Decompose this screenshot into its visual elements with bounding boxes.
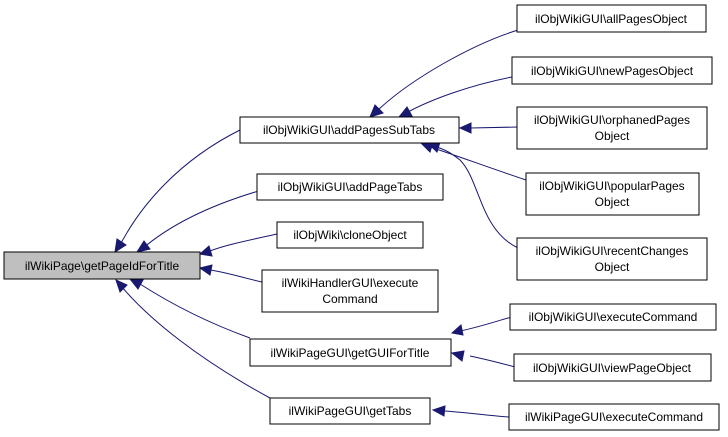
node-label-line1: ilObjWikiGUI\popularPages [539,179,684,193]
node-objExecuteCommand[interactable]: ilObjWikiGUI\executeCommand [509,303,717,331]
node-addPagesSubTabs[interactable]: ilObjWikiGUI\addPagesSubTabs [239,116,460,144]
node-recentChangesObject[interactable]: ilObjWikiGUI\recentChanges Object [516,237,708,281]
node-label: ilObjWikiGUI\allPagesObject [535,12,688,26]
edge-cloneObject-to-root [198,233,278,257]
node-popularPagesObject[interactable]: ilObjWikiGUI\popularPages Object [525,172,700,216]
node-addPageTabs[interactable]: ilObjWikiGUI\addPageTabs [256,173,444,201]
node-label-line2: Object [595,129,630,143]
edge-getTabs-to-root [115,279,271,399]
node-handlerExecute[interactable]: ilWikiHandlerGUI\execute Command [261,269,439,313]
node-label: ilObjWikiGUI\viewPageObject [533,361,692,375]
node-orphanedPagesObject[interactable]: ilObjWikiGUI\orphanedPages Object [516,106,708,150]
edges [114,29,527,418]
node-label: ilWikiPageGUI\executeCommand [525,410,703,424]
node-label: ilWikiPageGUI\getGUIForTitle [271,346,430,360]
edge-handlerExecute-to-root [198,264,263,283]
node-label: ilObjWikiGUI\addPageTabs [278,180,423,194]
node-getTabs[interactable]: ilWikiPageGUI\getTabs [269,397,431,425]
node-label-line2: Object [595,260,630,274]
edge-allPagesObject-to-addPagesSubTabs [369,29,519,118]
edge-objExecuteCommand-to-getGUIForTitle [450,316,513,336]
node-label-line2: Command [322,292,377,306]
node-newPagesObject[interactable]: ilObjWikiGUI\newPagesObject [511,56,713,85]
node-allPagesObject[interactable]: ilObjWikiGUI\allPagesObject [516,4,707,33]
node-getGUIForTitle[interactable]: ilWikiPageGUI\getGUIForTitle [249,338,452,367]
node-label: ilObjWikiGUI\executeCommand [529,310,698,324]
node-label: ilWikiPage\getPageIdForTitle [25,259,180,273]
node-label: ilWikiPageGUI\getTabs [289,404,412,418]
edge-addPagesSubTabs-to-root [114,129,241,254]
edge-newPagesObject-to-addPagesSubTabs [397,76,513,118]
node-viewPageObject[interactable]: ilObjWikiGUI\viewPageObject [513,353,712,382]
node-cloneObject[interactable]: ilObjWiki\cloneObject [276,221,424,249]
node-root[interactable]: ilWikiPage\getPageIdForTitle [3,251,201,280]
node-label-line1: ilObjWikiGUI\orphanedPages [534,113,690,127]
node-label: ilObjWikiGUI\addPagesSubTabs [263,123,435,137]
node-label-line1: ilWikiHandlerGUI\execute [282,276,419,290]
edge-viewPageObject-to-getGUIForTitle [450,350,516,368]
edge-addPageTabs-to-root [135,189,263,253]
node-pageExecuteCommand[interactable]: ilWikiPageGUI\executeCommand [508,403,720,431]
nodes: ilWikiPage\getPageIdForTitle ilObjWikiGU… [3,4,720,431]
edge-orphanedPagesObject-to-addPagesSubTabs [458,122,519,134]
node-label-line1: ilObjWikiGUI\recentChanges [536,244,689,258]
node-label: ilObjWikiGUI\newPagesObject [531,64,694,78]
node-label: ilObjWiki\cloneObject [293,228,407,242]
node-label-line2: Object [595,195,630,209]
edge-getGUIForTitle-to-root [128,278,251,339]
edge-pageExecuteCommand-to-getTabs [431,405,510,418]
